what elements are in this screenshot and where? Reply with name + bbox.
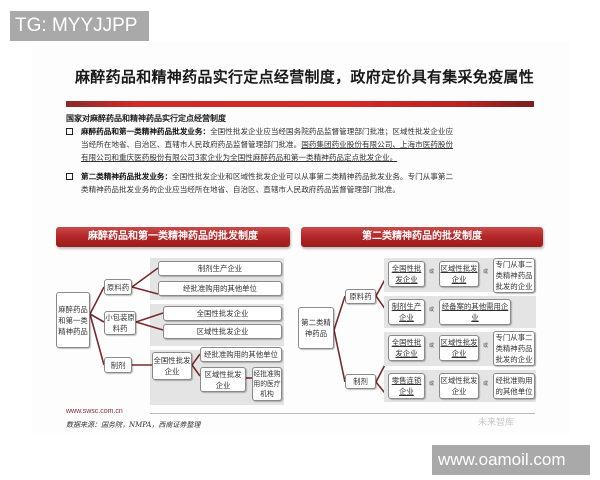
- title-underline-bar: [66, 101, 534, 107]
- right-diagram-header: 第二类精神药品的批发制度: [301, 227, 543, 247]
- bullet-narcotic-wholesale: 麻醉药品和第一类精神药品批发业务：全国性批发企业应当经国务院药品监督管理部门批准…: [66, 125, 542, 164]
- mid-node-national: 全国性批发企业: [152, 352, 192, 380]
- target-node: 区域性批发企业: [439, 373, 479, 399]
- target-node: 全国性批发企业: [388, 261, 425, 287]
- or-label: 或: [429, 307, 435, 313]
- checkbox-bullet-icon: [66, 173, 73, 180]
- target-node: 零售连锁企业: [388, 373, 425, 399]
- root-node-psychotropic: 第二类精神药品: [298, 307, 334, 349]
- target-node: 专门从事二类精神药品批发的企业: [493, 331, 535, 366]
- watermark-bottom-right: www.oamoil.com: [432, 445, 590, 475]
- or-label: 或: [483, 381, 489, 387]
- data-source: 数据来源：国务院，NMPA，西南证券整理: [66, 421, 201, 429]
- source-url: www.swsc.com.cn: [66, 408, 123, 415]
- branch-node-raw-material: 原料药: [104, 279, 132, 295]
- watermark-top-left: TG: MYYJJPP: [10, 11, 149, 41]
- embedded-watermark: 未来智库: [478, 418, 515, 428]
- target-node: 经批准购用的其他单位: [158, 281, 282, 296]
- bullet-psychotropic-wholesale: 第二类精神药品批发业务：全国性批发企业和区域性批发企业可以从事第二类精神药品批发…: [66, 170, 542, 196]
- target-node: 制剂生产企业: [388, 299, 425, 325]
- bullet-label: 第二类精神药品批发业务：: [81, 172, 173, 181]
- branch-node-small-pack: 小包装原料药: [104, 311, 136, 335]
- or-label: 或: [483, 269, 489, 275]
- target-node: 经批准购用的医疗机构: [252, 367, 282, 401]
- target-node: 全国性批发企业: [388, 335, 425, 361]
- target-node: 经备案的其他需用企业: [439, 299, 511, 325]
- root-node-narcotic: 麻醉药品和第一类精神药品: [56, 292, 90, 348]
- target-node: 经批准购用的其他单位: [200, 347, 282, 362]
- or-label: 或: [429, 381, 435, 387]
- footer-divider: [150, 413, 535, 414]
- target-node: 制剂生产企业: [158, 261, 282, 276]
- left-diagram-header: 麻醉药品和第一类精神药品的批发制度: [56, 227, 290, 247]
- target-node: 经批准购用的其他单位: [493, 373, 535, 399]
- checkbox-bullet-icon: [66, 128, 73, 135]
- page-title: 麻醉药品和精神药品实行定点经营制度，政府定价具有集采免疫属性: [75, 68, 535, 86]
- or-label: 或: [429, 343, 435, 349]
- or-label: 或: [483, 343, 489, 349]
- branch-node-raw-material: 原料药: [345, 289, 376, 304]
- target-node: 区域性批发企业: [439, 261, 479, 287]
- target-node: 区域性批发企业: [163, 324, 282, 339]
- section-subtitle: 国家对麻醉药品和精神药品实行定点经营制度: [66, 114, 226, 123]
- target-node: 全国性批发企业: [163, 306, 282, 321]
- or-label: 或: [429, 269, 435, 275]
- target-node: 专门从事二类精神药品批发的企业: [493, 258, 535, 293]
- target-node: 区域性批发企业: [439, 335, 479, 361]
- target-node: 区域性批发企业: [200, 367, 246, 392]
- branch-node-preparation: 制剂: [104, 357, 132, 373]
- branch-node-preparation: 制剂: [345, 374, 376, 389]
- bullet-label: 麻醉药品和第一类精神药品批发业务：: [81, 127, 211, 136]
